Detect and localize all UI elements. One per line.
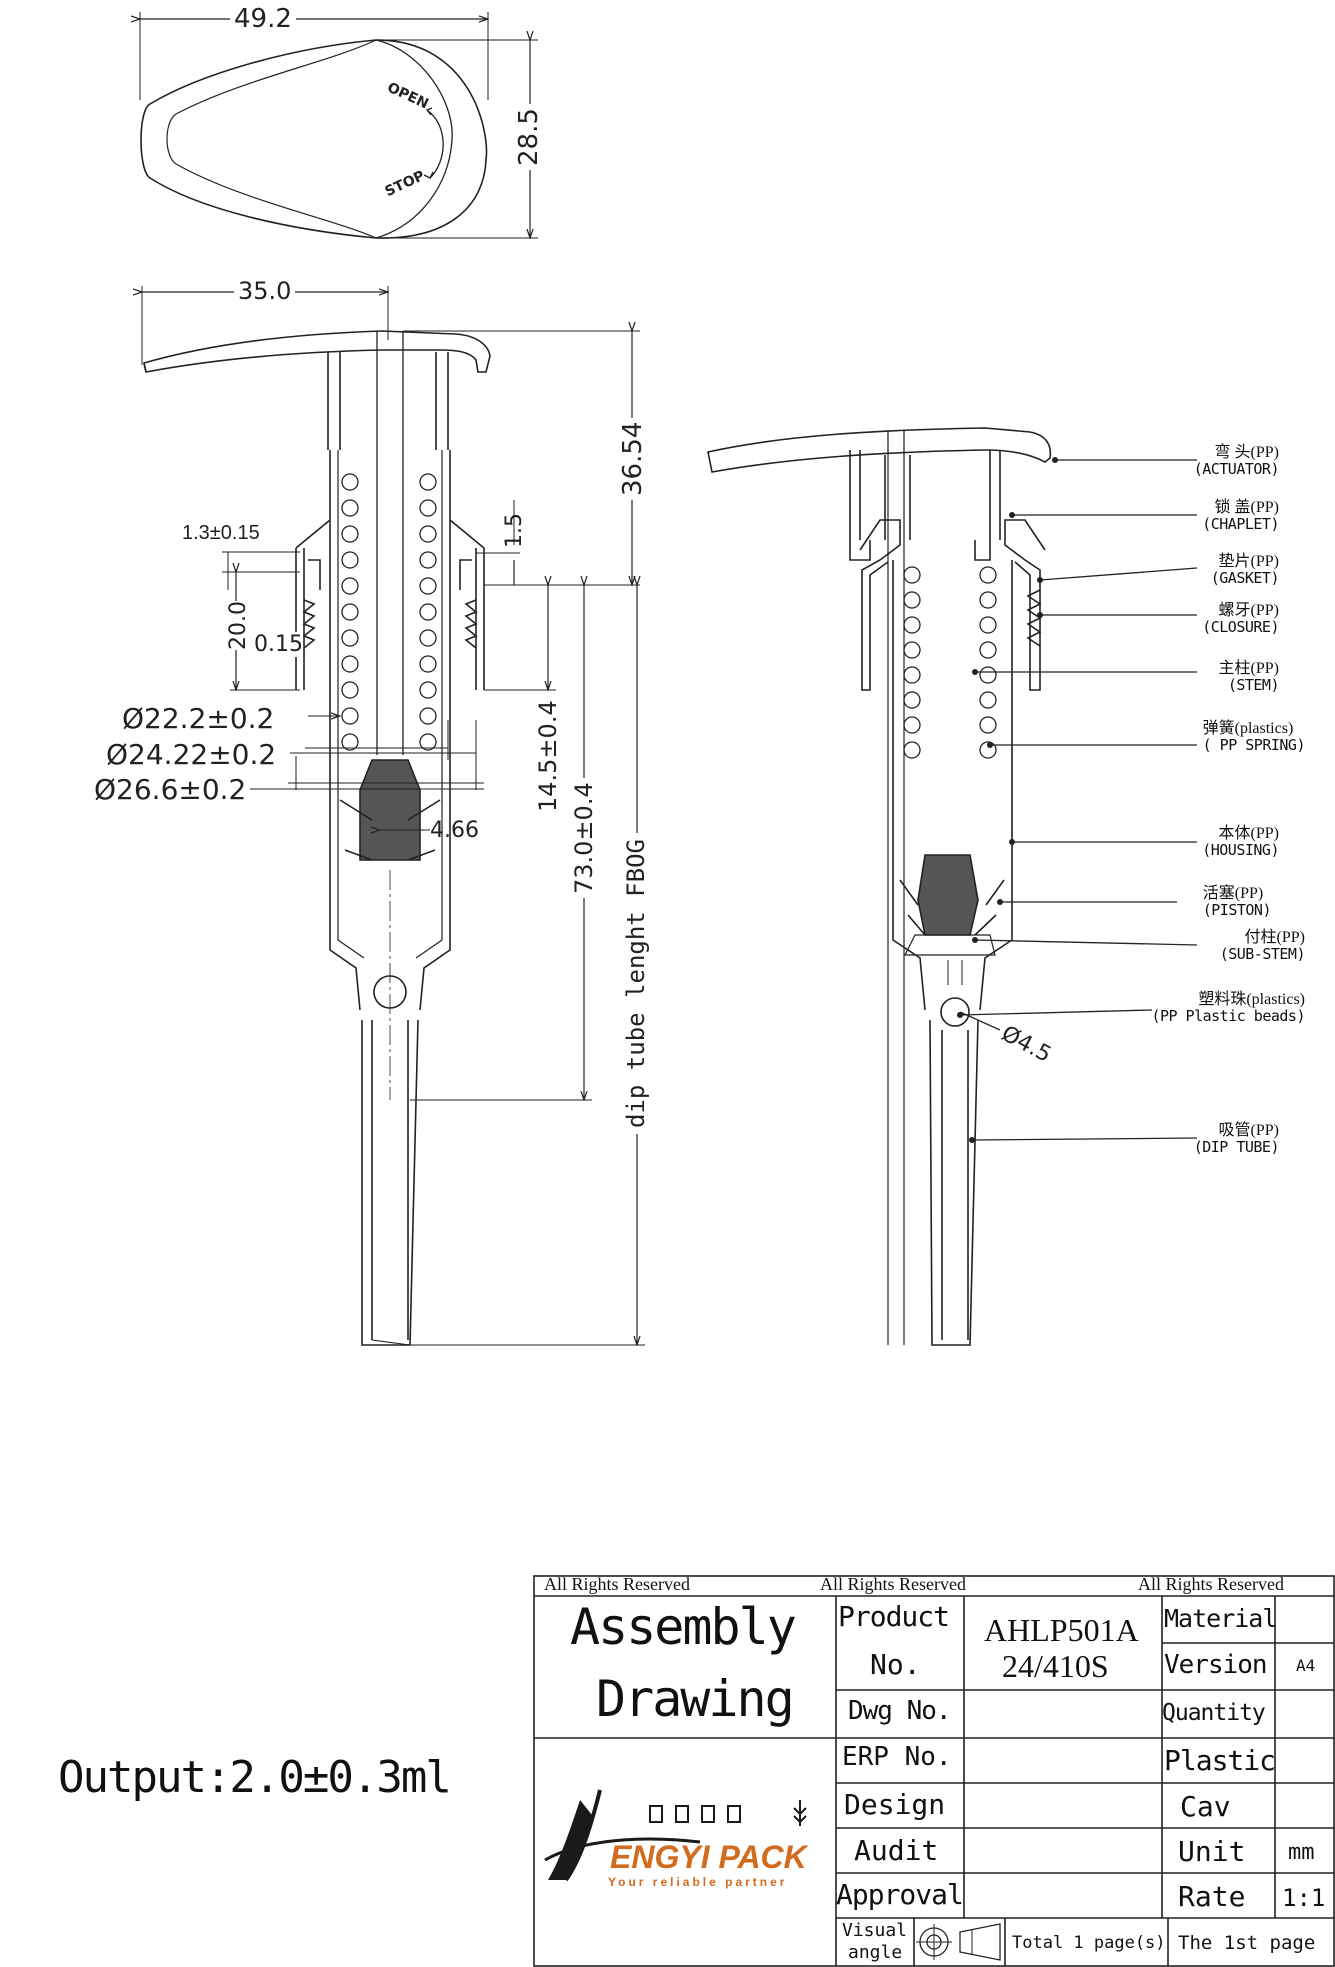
part-spring: 弹簧(plastics)( PP SPRING)	[1202, 720, 1306, 754]
visual-angle-label-2: angle	[848, 1942, 903, 1963]
dim-width-top: 49.2	[230, 4, 296, 34]
quantity-label: Quantity	[1162, 1700, 1266, 1726]
visual-angle-label-1: Visual	[842, 1920, 908, 1941]
dim-0-15: 0.15	[254, 632, 303, 657]
section-view	[707, 427, 1198, 1346]
output-spec: Output:2.0±0.3ml	[58, 1752, 452, 1803]
dim-1-3: 1.3±0.15	[182, 522, 260, 544]
dwg-no-label: Dwg No.	[848, 1696, 952, 1726]
part-sub-stem: 付柱(PP)(SUB-STEM)	[1219, 929, 1306, 963]
dim-dia-22-2: Ø22.2±0.2	[122, 702, 275, 735]
cav-label: Cav	[1180, 1790, 1231, 1823]
part-plastic-beads: 塑料珠(plastics)(PP Plastic beads)	[1151, 991, 1305, 1025]
design-label: Design	[844, 1788, 946, 1821]
dim-14-5: 14.5±0.4	[534, 696, 562, 816]
part-stem: 主柱(PP)(STEM)	[1218, 660, 1280, 694]
dim-dia-24-22: Ø24.22±0.2	[106, 738, 277, 771]
version-label: Version	[1164, 1650, 1268, 1680]
dim-dip-tube: dip tube lenght FBOG	[622, 833, 650, 1134]
erp-no-label: ERP No.	[842, 1742, 952, 1772]
dim-20: 20.0	[226, 601, 251, 650]
approval-label: Approval	[836, 1878, 964, 1911]
part-housing: 本体(PP)(HOUSING)	[1202, 825, 1279, 859]
rights-3: All Rights Reserved	[1138, 1574, 1284, 1594]
dim-1-5: 1.5	[502, 513, 527, 548]
part-gasket: 垫片(PP)(GASKET)	[1210, 553, 1280, 587]
part-piston: 活塞(PP)(PISTON)	[1202, 885, 1272, 919]
hengyi-logo: ENGYI PACK Your reliable partner	[544, 1789, 810, 1889]
dim-dia-26-6: Ø26.6±0.2	[94, 773, 247, 806]
part-actuator: 弯 头(PP)(ACTUATOR)	[1193, 444, 1280, 478]
part-chaplet: 锁 盖(PP)(CHAPLET)	[1202, 499, 1279, 533]
audit-label: Audit	[854, 1834, 939, 1867]
side-view	[142, 286, 645, 1345]
rights-2: All Rights Reserved	[820, 1574, 966, 1594]
title-assembly: Assembly	[570, 1598, 797, 1656]
dim-73-0: 73.0±0.4	[570, 778, 598, 898]
product-value-2: 24/410S	[1002, 1648, 1109, 1684]
rights-1: All Rights Reserved	[544, 1574, 690, 1594]
title-block-frame	[533, 1575, 1335, 1967]
current-page: The 1st page	[1178, 1932, 1316, 1954]
unit-value: mm	[1288, 1840, 1315, 1865]
dim-nozzle: 35.0	[234, 277, 296, 305]
material-label: Material	[1164, 1604, 1277, 1633]
title-drawing: Drawing	[596, 1670, 795, 1728]
part-closure: 螺牙(PP)(CLOSURE)	[1202, 602, 1279, 636]
unit-label: Unit	[1178, 1835, 1246, 1868]
top-view	[140, 12, 538, 238]
product-no-label: No.	[870, 1648, 921, 1681]
dim-height-top: 28.5	[514, 104, 544, 170]
rate-label: Rate	[1178, 1880, 1246, 1913]
product-label: Product	[838, 1600, 950, 1633]
rate-value: 1:1	[1282, 1884, 1326, 1912]
version-value: A4	[1296, 1656, 1316, 1675]
part-dip-tube: 吸管(PP)(DIP TUBE)	[1193, 1122, 1280, 1156]
logo-wordmark: ENGYI PACK	[610, 1839, 810, 1875]
total-pages: Total 1 page(s)	[1012, 1933, 1166, 1953]
dim-36-54: 36.54	[618, 417, 648, 500]
logo-tagline: Your reliable partner	[608, 1875, 787, 1889]
product-value-1: AHLP501A	[984, 1612, 1139, 1648]
dim-4-66: 4.66	[430, 818, 479, 843]
plastic-label: Plastic	[1164, 1744, 1276, 1777]
